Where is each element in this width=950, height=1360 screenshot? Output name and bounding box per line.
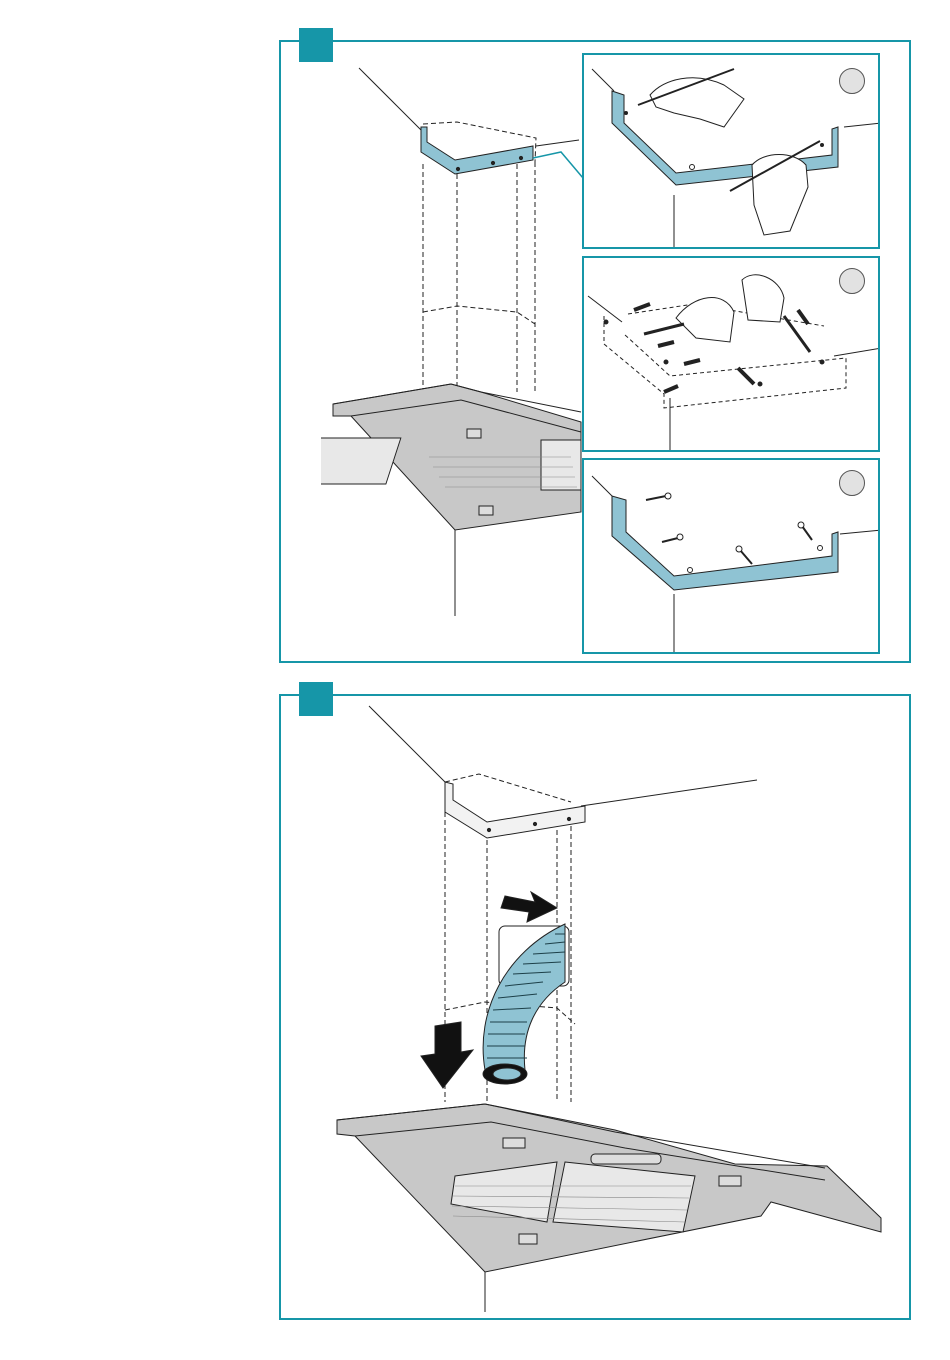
step-1-badge (299, 28, 333, 62)
corner-hood-illustration (321, 62, 621, 622)
substep-drill-panel (582, 256, 880, 452)
step-1-panel (279, 40, 911, 663)
drill-plugs-illustration (584, 258, 880, 452)
step-2-panel (279, 694, 911, 1320)
substep-mark-panel (582, 53, 880, 249)
step-1-number (299, 28, 333, 62)
duct-hood-illustration (295, 702, 895, 1312)
mark-holes-illustration (584, 55, 880, 249)
substep-screw-panel (582, 458, 880, 654)
screw-bracket-illustration (584, 460, 880, 654)
